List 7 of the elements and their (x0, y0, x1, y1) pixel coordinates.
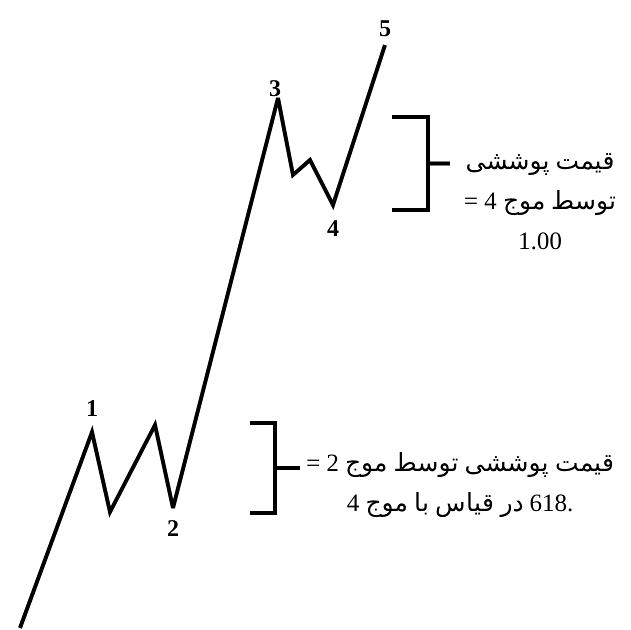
annotation-text: قیمت پوششی توسط موج 4 = 1.00 (462, 147, 618, 257)
wave-number: 4 (327, 216, 339, 243)
wave-number: 2 (167, 516, 179, 543)
wave-number: 1 (86, 396, 98, 423)
wave-number: 3 (269, 76, 281, 103)
annotation-text: قیمت پوششی توسط موج 2 = .618 در قیاس با موج 4 (305, 449, 615, 520)
wave-number: 5 (379, 16, 391, 43)
